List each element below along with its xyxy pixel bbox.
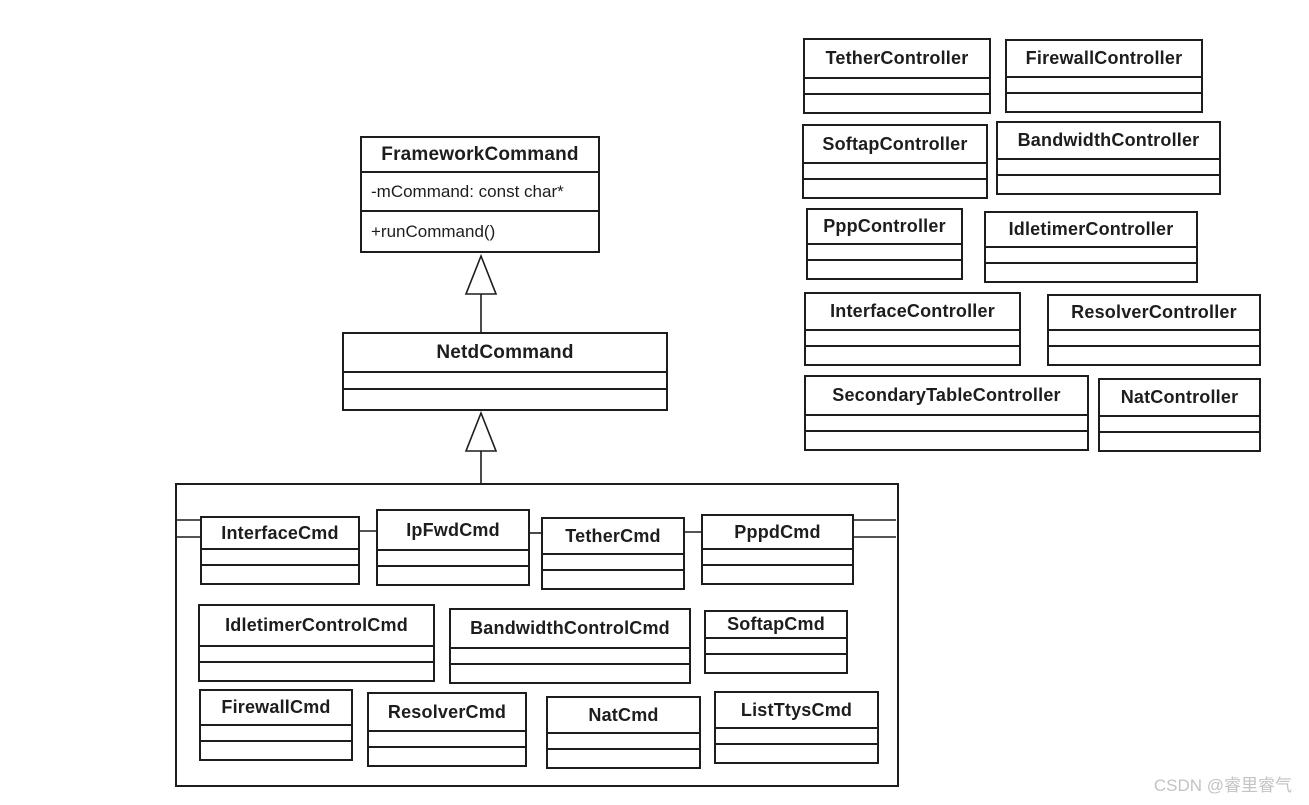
class-title: TetherController — [825, 48, 969, 68]
attributes-compartment — [548, 732, 699, 748]
class-title: ListTtysCmd — [740, 699, 853, 720]
methods-compartment — [808, 259, 961, 278]
inheritance-arrow-netd — [464, 410, 498, 452]
class-interfacecmd: InterfaceCmd — [200, 516, 360, 585]
class-natcmd: NatCmd — [546, 696, 701, 769]
attributes-compartment — [1100, 415, 1259, 431]
class-resolvercontroller: ResolverController — [1047, 294, 1261, 366]
attributes-compartment — [201, 724, 351, 740]
attributes-compartment — [1007, 76, 1201, 92]
class-firewallcmd: FirewallCmd — [199, 689, 353, 761]
class-title: PppController — [823, 216, 946, 236]
class-title: ResolverController — [1071, 302, 1237, 322]
methods-compartment — [451, 663, 689, 682]
methods-compartment — [806, 345, 1019, 364]
methods-compartment — [1049, 345, 1259, 364]
methods-compartment — [200, 661, 433, 680]
attributes-compartment — [806, 329, 1019, 345]
attributes-compartment — [808, 243, 961, 259]
class-bandwidthcontroller: BandwidthController — [996, 121, 1221, 195]
class-title: SecondaryTableController — [832, 385, 1061, 405]
methods-compartment — [201, 740, 351, 759]
methods-compartment — [806, 430, 1087, 449]
class-title: NetdCommand — [436, 341, 574, 363]
methods-compartment — [805, 93, 989, 112]
class-tethercmd: TetherCmd — [541, 517, 685, 590]
methods-compartment — [998, 174, 1219, 193]
class-title: IdletimerControlCmd — [225, 615, 408, 635]
methods-compartment — [543, 569, 683, 588]
class-title: TetherCmd — [565, 525, 661, 546]
class-title: BandwidthController — [1017, 130, 1200, 150]
class-title: FirewallController — [1025, 48, 1183, 68]
class-interfacecontroller: InterfaceController — [804, 292, 1021, 366]
attributes-compartment — [202, 548, 358, 564]
methods-compartment — [804, 178, 986, 197]
methods-compartment — [548, 748, 699, 767]
attributes-compartment — [543, 553, 683, 569]
attributes-compartment — [804, 162, 986, 178]
method-runcommand: +runCommand() — [362, 210, 598, 251]
attributes-compartment — [806, 414, 1087, 430]
methods-compartment — [202, 564, 358, 583]
class-netdcommand: NetdCommand — [342, 332, 668, 411]
class-idletimercontroller: IdletimerController — [984, 211, 1198, 283]
command-group-container — [175, 483, 899, 787]
attributes-compartment — [986, 246, 1196, 262]
attributes-compartment — [706, 637, 846, 653]
class-resolvercmd: ResolverCmd — [367, 692, 527, 767]
class-title: NatController — [1120, 387, 1239, 407]
class-bandwidthcontrolcmd: BandwidthControlCmd — [449, 608, 691, 684]
methods-compartment — [1100, 431, 1259, 450]
attributes-compartment — [805, 77, 989, 93]
methods-compartment — [344, 388, 666, 409]
class-title: IpFwdCmd — [406, 519, 500, 540]
methods-compartment — [1007, 92, 1201, 111]
attributes-compartment — [378, 549, 528, 565]
class-natcontroller: NatController — [1098, 378, 1261, 452]
class-softapcmd: SoftapCmd — [704, 610, 848, 674]
class-firewallcontroller: FirewallController — [1005, 39, 1203, 113]
class-title: InterfaceCmd — [221, 522, 339, 543]
attributes-compartment — [998, 158, 1219, 174]
methods-compartment — [986, 262, 1196, 281]
class-title: SoftapCmd — [727, 614, 825, 634]
class-title: ResolverCmd — [387, 701, 507, 722]
class-title: BandwidthControlCmd — [470, 618, 670, 638]
class-secondarytablecontroller: SecondaryTableController — [804, 375, 1089, 451]
attributes-compartment — [1049, 329, 1259, 345]
class-title: NatCmd — [588, 704, 659, 725]
attributes-compartment — [716, 727, 877, 743]
attributes-compartment — [200, 645, 433, 661]
csdn-watermark: CSDN @睿里睿气 — [1153, 776, 1292, 795]
class-title: InterfaceController — [830, 301, 995, 321]
class-frameworkcommand: FrameworkCommand -mCommand: const char* … — [360, 136, 600, 253]
class-title: FrameworkCommand — [381, 143, 579, 165]
methods-compartment — [716, 743, 877, 762]
class-title: SoftapController — [822, 133, 968, 154]
attributes-compartment — [369, 730, 525, 746]
attribute-mcommand: -mCommand: const char* — [362, 171, 598, 210]
class-listttyscmd: ListTtysCmd — [714, 691, 879, 764]
class-ipfwdcmd: IpFwdCmd — [376, 509, 530, 586]
class-softapcontroller: SoftapController — [802, 124, 988, 199]
methods-compartment — [369, 746, 525, 765]
class-pppcontroller: PppController — [806, 208, 963, 280]
attributes-compartment — [703, 548, 852, 564]
attributes-compartment — [344, 371, 666, 388]
class-title: IdletimerController — [1008, 219, 1174, 239]
inheritance-arrow-framework — [464, 253, 498, 295]
class-idletimercontrolcmd: IdletimerControlCmd — [198, 604, 435, 682]
class-tethercontroller: TetherController — [803, 38, 991, 114]
attributes-compartment — [451, 647, 689, 663]
methods-compartment — [703, 564, 852, 583]
class-title: FirewallCmd — [221, 697, 331, 717]
class-pppdcmd: PppdCmd — [701, 514, 854, 585]
methods-compartment — [706, 653, 846, 672]
methods-compartment — [378, 565, 528, 584]
class-title: PppdCmd — [734, 521, 821, 542]
